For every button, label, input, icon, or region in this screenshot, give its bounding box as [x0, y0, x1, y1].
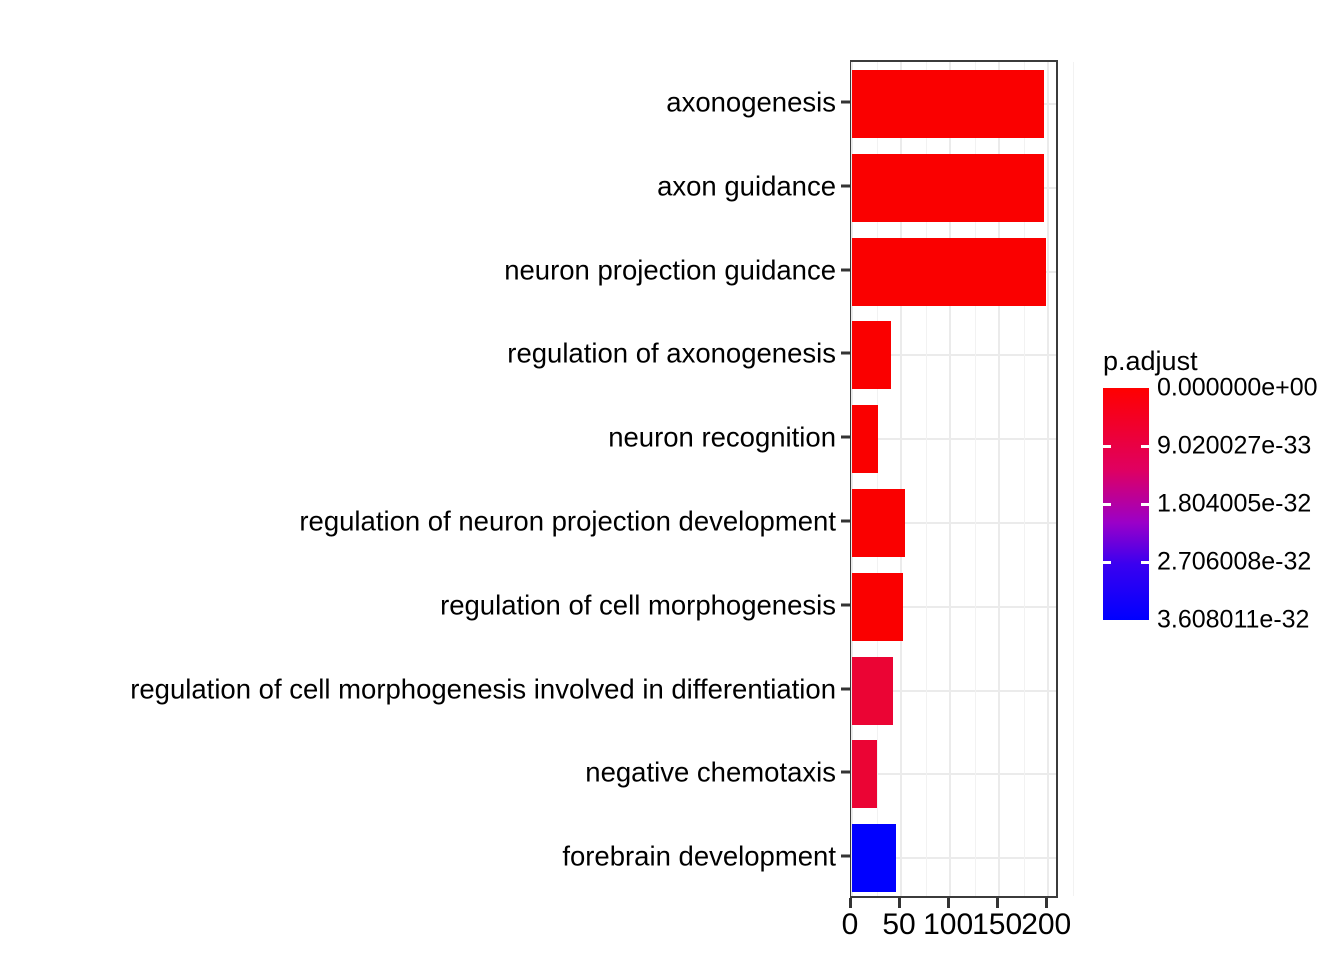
bar[interactable]	[852, 488, 905, 557]
gridline-major-vertical	[1047, 62, 1050, 896]
y-axis-tick-mark	[841, 268, 850, 271]
x-axis-tick-label: 50	[882, 908, 916, 941]
bar[interactable]	[852, 572, 904, 641]
y-axis-tick-mark	[841, 770, 850, 774]
y-axis-tick-label: regulation of axonogenesis	[507, 337, 836, 369]
x-axis-tick-mark	[1044, 898, 1048, 908]
bar[interactable]	[852, 321, 892, 390]
legend-tick-label: 2.706008e-32	[1157, 547, 1312, 576]
bar[interactable]	[852, 237, 1047, 306]
legend-tick-label: 0.000000e+00	[1157, 373, 1318, 402]
gridline-horizontal	[852, 605, 1056, 608]
gridline-minor-vertical	[1072, 62, 1074, 896]
y-axis-tick-label: axon guidance	[657, 169, 836, 201]
plot-panel	[850, 60, 1074, 898]
x-axis-tick-label: 200	[1021, 908, 1072, 941]
legend-tick-mark	[1141, 502, 1149, 506]
y-axis-tick-mark	[841, 854, 850, 858]
y-axis-tick-label: axonogenesis	[666, 86, 836, 118]
legend-tick-mark	[1103, 444, 1111, 448]
y-axis-tick-mark	[841, 435, 850, 439]
legend-tick-mark	[1103, 502, 1111, 506]
x-axis-tick-mark	[995, 898, 999, 908]
gridline-horizontal	[852, 354, 1056, 357]
legend-tick-label: 3.608011e-32	[1157, 605, 1310, 634]
gridline-minor-vertical	[974, 62, 976, 896]
x-axis-tick-mark	[848, 898, 852, 908]
y-axis-tick-mark	[841, 519, 850, 523]
bar[interactable]	[852, 153, 1045, 222]
bar[interactable]	[852, 824, 897, 893]
y-axis-labels: axonogenesis axon guidance neuron projecti…	[0, 60, 850, 898]
legend-tick-mark	[1103, 560, 1111, 564]
y-axis-tick-label: regulation of neuron projection developm…	[299, 505, 836, 537]
x-axis-tick-mark	[946, 898, 950, 908]
y-axis-tick-mark	[841, 184, 850, 188]
bar[interactable]	[852, 405, 879, 474]
bar[interactable]	[852, 740, 877, 809]
legend-title: p.adjust	[1103, 346, 1198, 376]
gridline-horizontal	[852, 521, 1056, 524]
gridline-minor-vertical	[1023, 62, 1025, 896]
legend-tick-mark	[1141, 560, 1149, 564]
legend-tick-mark	[1141, 444, 1149, 448]
x-axis-tick-label: 150	[972, 908, 1023, 941]
y-axis-tick-mark	[841, 687, 850, 690]
bar[interactable]	[852, 656, 894, 725]
gridline-major-vertical	[900, 62, 903, 896]
y-axis-tick-mark	[841, 351, 850, 355]
bar[interactable]	[852, 69, 1045, 138]
y-axis-tick-label: regulation of cell morphogenesis involve…	[130, 672, 836, 704]
gridline-horizontal	[852, 689, 1056, 692]
gridline-major-vertical	[851, 62, 853, 896]
legend: p.adjust 0.000000e+00 9.020027e-33 1.80400…	[1100, 348, 1344, 648]
legend-tick-label: 9.020027e-33	[1157, 431, 1312, 460]
gridline-horizontal	[852, 773, 1056, 776]
legend-tick-label: 1.804005e-32	[1157, 489, 1312, 518]
y-axis-tick-label: forebrain development	[562, 840, 836, 872]
y-axis-tick-label: neuron recognition	[608, 421, 836, 453]
x-axis-tick-label: 100	[923, 908, 974, 941]
gridline-minor-vertical	[876, 62, 878, 896]
gridline-minor-vertical	[925, 62, 927, 896]
y-axis-tick-label: regulation of cell morphogenesis	[440, 588, 836, 620]
x-axis-tick-mark	[897, 898, 901, 908]
gridline-horizontal	[852, 857, 1056, 860]
x-axis-tick-label: 0	[841, 908, 859, 941]
gridline-major-vertical	[949, 62, 952, 896]
gridline-horizontal	[852, 438, 1056, 441]
gridline-major-vertical	[998, 62, 1001, 896]
y-axis-tick-label: negative chemotaxis	[585, 756, 836, 788]
y-axis-tick-label: neuron projection guidance	[504, 253, 836, 285]
y-axis-tick-mark	[841, 603, 850, 607]
y-axis-tick-mark	[841, 100, 850, 104]
